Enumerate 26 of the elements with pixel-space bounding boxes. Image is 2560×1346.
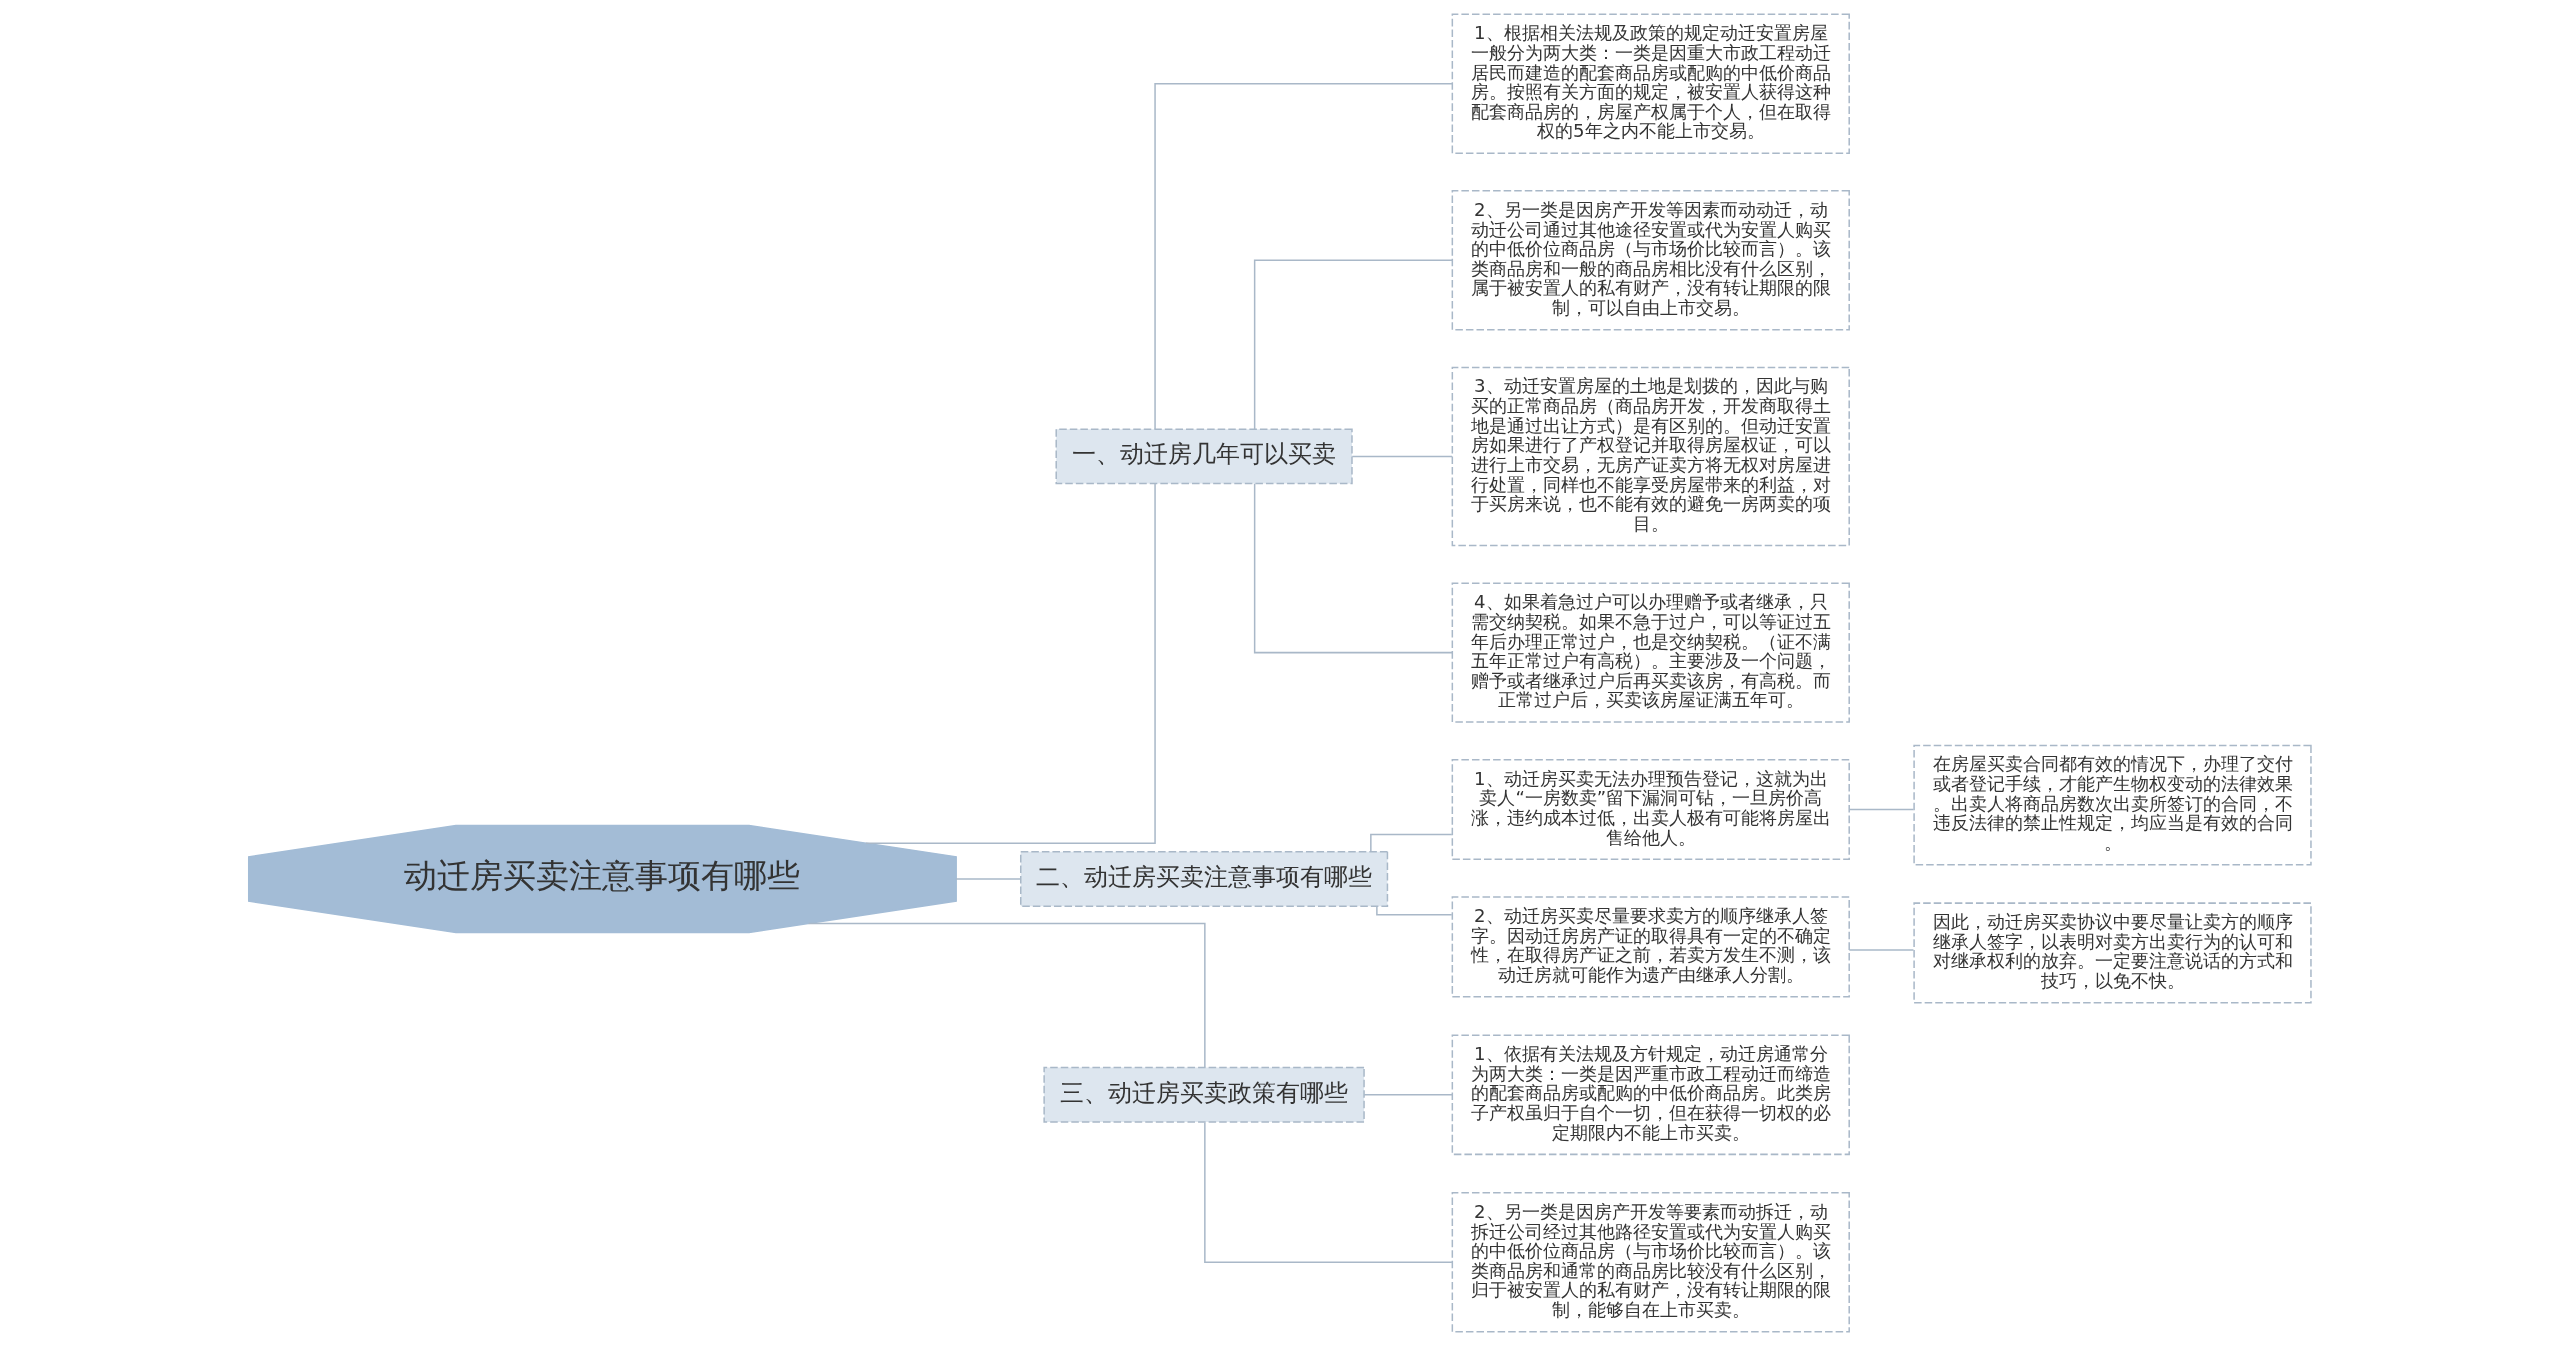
connector <box>955 878 1021 880</box>
node-box: 2、另一类是因房产开发等因素而动动迁，动动迁公司通过其他途径安置或代为安置人购买的中低价位商品房（与市场价比较而言）。该类商品房和一般的商品房相比没有什么区别，属于被安置人的私有财产，没有转让期限的限制，可以自由上市交易。 <box>1451 190 1850 331</box>
node-box: 1、动迁房买卖无法办理预告登记，这就为出卖人“一房数卖”留下漏洞可钻，一旦房价高涨，违约成本过低，出卖人极有可能将房屋出售给他人。 <box>1451 759 1850 861</box>
connector <box>1363 1094 1453 1096</box>
connector <box>1376 905 1453 916</box>
node-box: 因此，动迁房买卖协议中要尽量让卖方的顺序继承人签字，以表明对卖方出卖行为的认可和对继承权利的放弃。一定要注意说话的方式和技巧，以免不快。 <box>1913 902 2312 1004</box>
node-box: 4、如果着急过户可以办理赠予或者继承，只需交纳契税。如果不急于过户，可以等证过五年后办理正常过户，也是交纳契税。（证不满五年正常过户有高税）。主要涉及一个问题，赠予或者继承过户后再买卖该房，有高税。而正常过户后，买卖该房屋证满五年可。 <box>1451 582 1850 723</box>
node-box: 3、动迁安置房屋的土地是划拨的，因此与购买的正常商品房（商品房开发，开发商取得土地是通过出让方式）是有区别的。但动迁安置房如果进行了产权登记并取得房屋权证，可以进行上市交易，无房产证卖方将无权对房屋进行处置，同样也不能享受房屋带来的利益，对于买房来说，也不能有效的避免一房两卖的项目。 <box>1451 366 1850 547</box>
node-box: 2、另一类是因房产开发等要素而动拆迁，动拆迁公司经过其他路径安置或代为安置人购买的中低价位商品房（与市场价比较而言）。该类商品房和通常的商品房比较没有什么区别，归于被安置人的私有财产，没有转让期限的限制，能够自在上市买卖。 <box>1451 1192 1850 1333</box>
connector <box>1154 82 1453 430</box>
node-box: 1、依据有关法规及方针规定，动迁房通常分为两大类：一类是因严重市政工程动迁而缔造的配套商品房或配购的中低价商品房。此类房子产权虽归于自个一切，但在获得一切权的必定期限内不能上市买卖。 <box>1451 1034 1850 1156</box>
node-box: 一、动迁房几年可以买卖 <box>1055 428 1353 485</box>
connector <box>1253 483 1453 654</box>
connector <box>1351 455 1453 458</box>
node-box: 1、根据相关法规及政策的规定动迁安置房屋一般分为两大类：一类是因重大市政工程动迁居民而建造的配套商品房或配购的中低价商品房。按照有关方面的规定，被安置人获得这种配套商品房的，房屋产权属于个人，但在取得权的5年之内不能上市交易。 <box>1451 13 1850 154</box>
connector <box>1848 949 1915 951</box>
node-box: 2、动迁房买卖尽量要求卖方的顺序继承人签字。因动迁房房产证的取得具有一定的不确定性，在取得房产证之前，若卖方发生不测，该动迁房就可能作为遗产由继承人分割。 <box>1451 896 1850 998</box>
connector <box>1204 1121 1453 1264</box>
node-box: 在房屋买卖合同都有效的情况下，办理了交付或者登记手续，才能产生物权变动的法律效果。出卖人将商品房数次出卖所签订的合同，不违反法律的禁止性规定，均应当是有效的合同。 <box>1913 744 2312 866</box>
node-box: 二、动迁房买卖注意事项有哪些 <box>1020 851 1389 907</box>
connector <box>1848 808 1915 811</box>
node-box: 三、动迁房买卖政策有哪些 <box>1043 1066 1365 1123</box>
connector <box>1253 259 1453 430</box>
connector <box>807 922 1206 1068</box>
connector <box>1370 833 1453 853</box>
connector <box>865 482 1156 844</box>
